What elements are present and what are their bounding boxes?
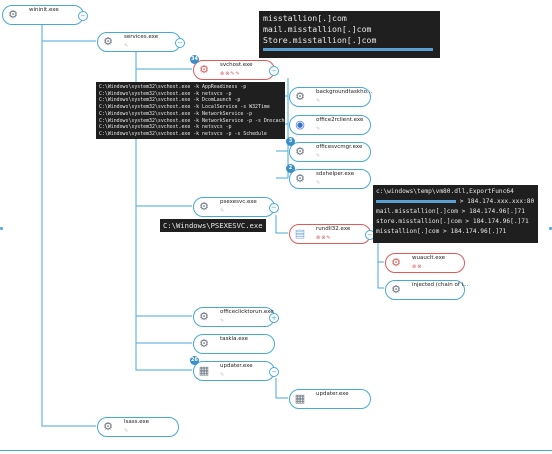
process-name: svchost.exe <box>220 62 253 68</box>
cmd-line: C:\Windows\system32\svchost.exe -k Local… <box>99 104 270 111</box>
process-node-services[interactable]: ⚙ services.exe ✎ − <box>97 32 185 52</box>
process-name: lsass.exe <box>124 419 149 425</box>
gears-icon: ⚙ <box>103 35 113 48</box>
conn-line: misstallion[.]com > 184.174.96[.]71 <box>376 228 507 235</box>
process-name: updater.exe <box>220 363 253 369</box>
cmd-line: C:\Windows\system32\svchost.exe -k netsv… <box>99 130 267 137</box>
process-name: officeclicktorun.exe <box>220 309 274 315</box>
process-node-officeclicktorun[interactable]: ⚙ officeclicktorun.exe ✎ + <box>193 307 279 327</box>
cmd-line: C:\Windows\system32\svchost.exe -k Netwo… <box>99 117 288 124</box>
process-name: officesvcmgr.exe <box>316 144 363 150</box>
collapse-toggle[interactable]: − <box>269 66 279 76</box>
domain-line: mail.misstallion[.]com <box>263 24 372 34</box>
alert-indicators-icon: ⊗⊗✎✎ <box>220 71 241 77</box>
signature-icon: ✎ <box>316 126 322 132</box>
cmd-line: C:\Windows\system32\svchost.exe -k AppRe… <box>99 84 247 90</box>
cmd-line: C:\Windows\system32\svchost.exe -k DcomL… <box>99 97 241 104</box>
collapse-toggle[interactable]: − <box>175 38 185 48</box>
signature-icon: ✎ <box>316 180 322 186</box>
collapse-toggle[interactable]: − <box>269 367 279 377</box>
process-node-svchost[interactable]: 34 ⚙ svchost.exe ⊗⊗✎✎ − <box>190 55 279 80</box>
count-badge: 2 <box>286 164 295 173</box>
cmd-line: c:\windows\temp\vm80.dll,ExportFunc64 <box>376 188 514 195</box>
scroll-marker <box>549 227 552 230</box>
process-name: wininit.exe <box>29 7 59 13</box>
process-name: updater.exe <box>316 391 349 397</box>
ip-line: > 184.174.xxx.xxx:80 <box>376 197 535 207</box>
process-node-officesvcmgr[interactable]: 3 ⚙ officesvcmgr.exe ✎ <box>286 137 371 162</box>
conn-line: store.misstallion[.]com > 184.174.96[.]7… <box>376 218 529 225</box>
gears-icon: ⚙ <box>199 200 209 213</box>
process-node-rundll32[interactable]: ▤ rundll32.exe ⊗⊗✎ − <box>289 224 375 244</box>
app-icon: ▦ <box>294 392 306 405</box>
gears-icon: ⚙ <box>295 172 305 185</box>
gears-alert-icon: ⚙ <box>391 256 401 269</box>
process-name: office2rclient.exe <box>316 117 364 123</box>
svchost-commandline-tooltip: C:\Windows\system32\svchost.exe -k AppRe… <box>96 82 288 139</box>
app-icon: ▦ <box>198 364 210 377</box>
process-node-wuauclt[interactable]: ⚙ wuauclt.exe ⊗⊗ <box>385 253 465 273</box>
domain-line: misstallion[.]com <box>263 13 347 23</box>
collapse-toggle[interactable]: − <box>78 11 88 21</box>
signature-icon: ✎ <box>220 318 226 324</box>
domain-line: Store.misstallion[.]com <box>263 35 377 45</box>
gears-icon: ⚙ <box>295 145 305 158</box>
process-node-backgroundtaskhost[interactable]: ⚙ backgroundtaskho... ✎ <box>289 87 373 107</box>
process-node-taskla[interactable]: ⚙ taskla.exe <box>193 334 275 354</box>
process-name: backgroundtaskho... <box>316 89 373 95</box>
count-badge: 26 <box>190 356 199 365</box>
process-node-injected[interactable]: ⚙ injected (chain of i... <box>385 280 469 300</box>
process-name: wuauclt.exe <box>412 255 446 261</box>
gears-icon: ⚙ <box>199 310 209 323</box>
horizontal-scrollbar[interactable] <box>0 450 552 451</box>
gears-icon: ⚙ <box>199 337 209 350</box>
cmd-line: C:\Windows\system32\svchost.exe -k netsv… <box>99 90 232 97</box>
gears-icon: ⚙ <box>8 8 18 21</box>
process-name: sdxhelper.exe <box>316 171 355 177</box>
redaction-bar <box>376 199 456 203</box>
process-node-updater-child[interactable]: ▦ updater.exe <box>289 389 371 409</box>
count-badge: 34 <box>190 55 199 64</box>
signature-icon: ✎ <box>220 208 226 214</box>
process-node-updater[interactable]: 26 ▦ updater.exe ✎ − <box>190 356 279 381</box>
signature-icon: ✎ <box>316 153 322 159</box>
process-node-lsass[interactable]: ⚙ lsass.exe ✎ <box>97 417 179 437</box>
process-node-office2rclient[interactable]: ◉ office2rclient.exe ✎ <box>289 115 371 135</box>
signature-icon: ✎ <box>316 98 322 104</box>
cmd-line: C:\Windows\system32\svchost.exe -k Netwo… <box>99 110 253 117</box>
collapse-toggle[interactable]: − <box>269 203 279 213</box>
process-name: injected (chain of i... <box>412 282 469 288</box>
process-name: services.exe <box>124 34 159 40</box>
conn-line: mail.misstallion[.]com > 184.174.96[.]71 <box>376 208 526 215</box>
gears-icon: ⚙ <box>103 420 113 433</box>
gears-icon: ⚙ <box>391 283 401 296</box>
process-name: rundll32.exe <box>316 226 351 232</box>
domain-tooltip: misstallion[.]com mail.misstallion[.]com… <box>259 11 440 58</box>
count-badge: 3 <box>286 137 295 146</box>
psexesvc-path-tooltip: C:\Windows\PSEXESVC.exe <box>160 219 266 232</box>
alert-indicators-icon: ⊗⊗ <box>412 264 423 270</box>
signature-icon: ✎ <box>220 372 226 378</box>
office-logo-icon: ◉ <box>295 118 305 131</box>
process-node-psexesvc[interactable]: ⚙ psexesvc.exe ✎ − <box>193 197 279 217</box>
gears-alert-icon: ⚙ <box>199 63 209 76</box>
file-icon: ▤ <box>294 227 306 240</box>
process-node-wininit[interactable]: ⚙ wininit.exe − <box>2 5 88 25</box>
redaction-bar <box>263 48 433 51</box>
process-name: psexesvc.exe <box>220 199 257 205</box>
signature-icon: ✎ <box>124 43 130 49</box>
scroll-marker <box>0 227 3 230</box>
cmd-line: C:\Windows\system32\svchost.exe -k netsv… <box>99 124 232 131</box>
process-name: taskla.exe <box>220 336 248 342</box>
signature-icon: ✎ <box>124 428 130 434</box>
alert-indicators-icon: ⊗⊗✎ <box>316 235 332 241</box>
path-line: C:\Windows\PSEXESVC.exe <box>163 221 263 230</box>
expand-toggle[interactable]: + <box>269 313 279 323</box>
gears-icon: ⚙ <box>295 90 305 103</box>
rundll-network-tooltip: c:\windows\temp\vm80.dll,ExportFunc64 > … <box>373 185 538 243</box>
process-node-sdxhelper[interactable]: 2 ⚙ sdxhelper.exe ✎ <box>286 164 371 189</box>
